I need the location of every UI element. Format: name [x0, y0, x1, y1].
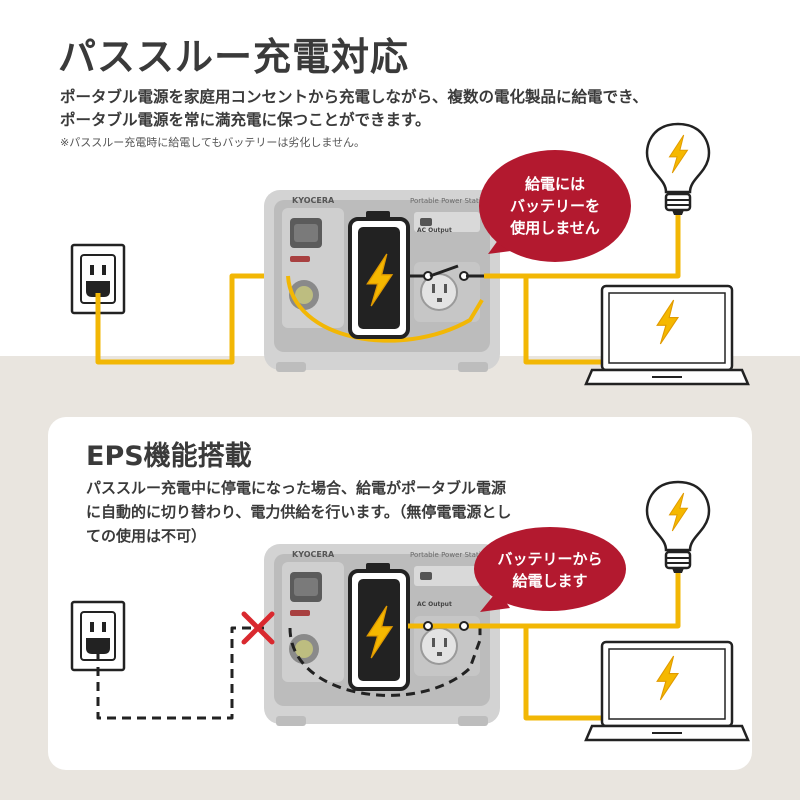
- bottom-bubble-line-1: バッテリーから: [497, 550, 602, 568]
- switch-icon: [408, 264, 484, 281]
- ac-output-label-eps: AC Output: [417, 601, 452, 608]
- power-station-device-eps: KYOCERA Portable Power Station AC Output: [263, 543, 501, 727]
- device-model-eps: Portable Power Station: [410, 551, 489, 559]
- power-station-device: KYOCERA Portable Power Station AC Output: [263, 189, 501, 373]
- switch-node: [423, 621, 433, 631]
- top-bubble-line-2: バッテリーを: [510, 197, 600, 215]
- output-wire-bulb-eps: [408, 570, 681, 629]
- laptop-icon: [584, 284, 750, 386]
- switch-node: [459, 621, 469, 631]
- bulb-icon: [645, 122, 711, 217]
- device-model: Portable Power Station: [410, 197, 489, 205]
- top-speech-bubble: 給電には バッテリーを 使用しません: [479, 150, 631, 262]
- input-wire-cut: [96, 626, 290, 720]
- description-line-2: ポータブル電源を常に満充電に保つことができます。: [60, 111, 431, 129]
- description-line-1: ポータブル電源を家庭用コンセントから充電しながら、複数の電化製品に給電でき、: [60, 88, 648, 106]
- top-bubble-line-3: 使用しません: [509, 219, 600, 237]
- device-brand: KYOCERA: [292, 196, 335, 205]
- page-title: パススルー充電対応: [58, 35, 410, 79]
- bottom-bubble-line-2: 給電します: [512, 572, 587, 590]
- output-wire-laptop: [523, 276, 602, 365]
- description: ポータブル電源を家庭用コンセントから充電しながら、複数の電化製品に給電でき、 ポ…: [60, 86, 648, 132]
- eps-line-3: ての使用は不可）: [86, 527, 207, 545]
- output-wire-bulb: [484, 212, 681, 279]
- bottom-speech-bubble: バッテリーから 給電します: [474, 527, 626, 612]
- footnote: ※パススルー充電時に給電してもバッテリーは劣化しません。: [60, 136, 366, 149]
- bulb-icon-eps: [645, 480, 711, 575]
- eps-description: パススルー充電中に停電になった場合、給電がポータブル電源 に自動的に切り替わり、…: [86, 476, 511, 548]
- eps-title: EPS機能搭載: [86, 441, 252, 472]
- eps-line-2: に自動的に切り替わり、電力供給を行います。（無停電電源とし: [86, 503, 512, 521]
- ac-output-label: AC Output: [417, 227, 452, 234]
- cross-icon: [241, 611, 275, 645]
- top-bubble-line-1: 給電には: [525, 175, 585, 193]
- eps-line-1: パススルー充電中に停電になった場合、給電がポータブル電源: [86, 479, 507, 497]
- output-wire-laptop-eps: [523, 626, 602, 721]
- device-brand-eps: KYOCERA: [292, 550, 335, 559]
- inner-wire-cut: [288, 627, 482, 697]
- laptop-icon-eps: [584, 640, 750, 742]
